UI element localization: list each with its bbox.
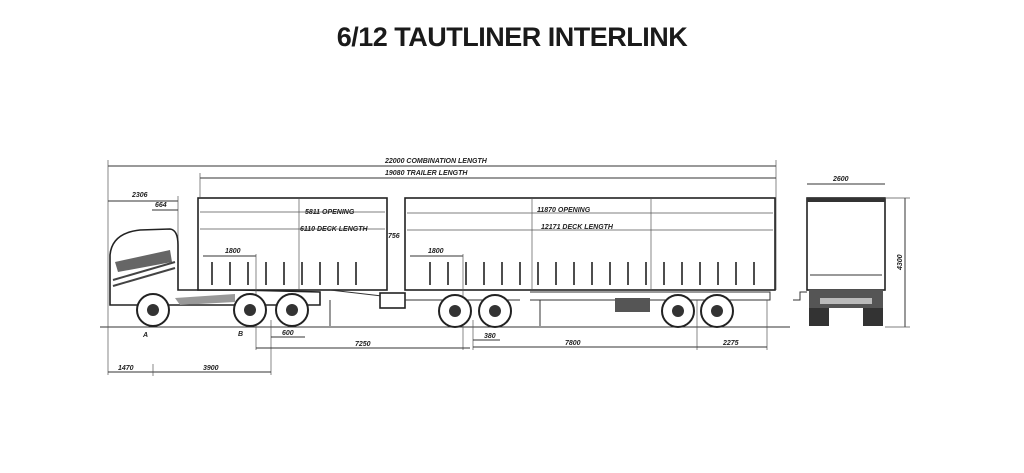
cab-gap-label: 664 xyxy=(155,202,167,209)
rear-opening-label: 11870 OPENING xyxy=(537,207,591,214)
point-b-label: B xyxy=(238,331,243,338)
width-2600-label: 2600 xyxy=(832,176,849,183)
lead-trailer xyxy=(197,197,520,326)
trailer-length-label: 19080 TRAILER LENGTH xyxy=(385,170,468,177)
lead-deck-label: 6110 DECK LENGTH xyxy=(300,226,368,233)
gap-756-label: 756 xyxy=(388,233,400,240)
dim-600-label: 600 xyxy=(282,330,294,337)
combination-length-label: 22000 COMBINATION LENGTH xyxy=(384,158,488,165)
trailer-length-dim: 19080 TRAILER LENGTH xyxy=(199,170,776,197)
cab-length-label: 2306 xyxy=(131,192,148,199)
page-title: 6/12 TAUTLINER INTERLINK xyxy=(336,22,688,52)
rear-1800-label: 1800 xyxy=(428,248,444,255)
dim-380-label: 380 xyxy=(484,333,496,340)
height-4300-label: 4300 xyxy=(897,254,904,271)
dim-3900-label: 3900 xyxy=(203,365,219,372)
rear-trailer xyxy=(404,197,776,326)
dim-2275-label: 2275 xyxy=(722,340,739,347)
rear-view xyxy=(793,197,886,326)
lead-opening-label: 5811 OPENING xyxy=(305,209,355,216)
combination-length-dim: 22000 COMBINATION LENGTH xyxy=(107,158,777,375)
rear-deck-label: 12171 DECK LENGTH xyxy=(541,224,614,231)
wheels xyxy=(136,293,734,328)
dim-7800-label: 7800 xyxy=(565,340,581,347)
point-a-label: A xyxy=(142,332,148,339)
dim-1470-label: 1470 xyxy=(118,365,134,372)
dim-7250-label: 7250 xyxy=(355,341,371,348)
lead-1800-label: 1800 xyxy=(225,248,241,255)
